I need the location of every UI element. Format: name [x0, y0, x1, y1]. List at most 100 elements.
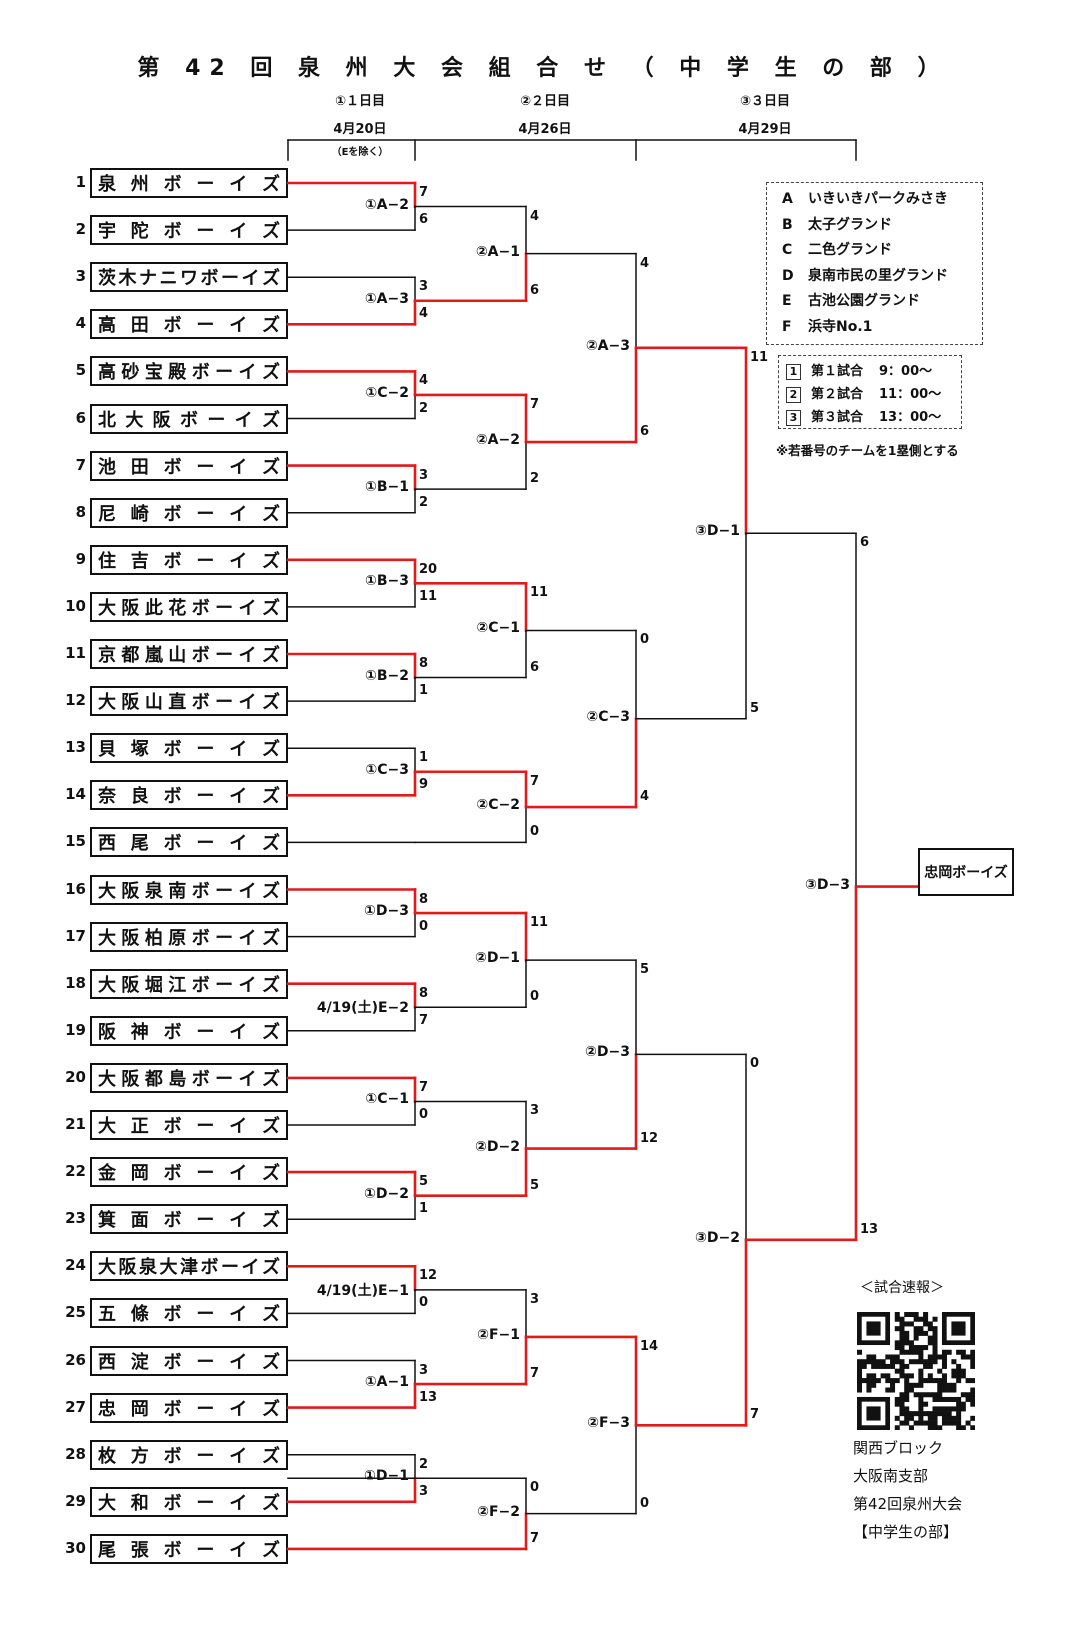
team-name-char: イ — [229, 1445, 248, 1467]
score-bottom: 6 — [419, 212, 429, 228]
team-name-char: ズ — [261, 456, 280, 478]
slot-time: 11：00〜 — [879, 387, 942, 402]
team-number: 14 — [65, 785, 86, 804]
team-name-char: 花 — [168, 597, 187, 619]
team-name-char: ワ — [180, 268, 198, 290]
team-name-char: イ — [229, 1398, 248, 1420]
team-name-char: 直 — [168, 692, 187, 714]
team-number: 6 — [75, 408, 86, 427]
score-bottom: 13 — [860, 1221, 879, 1237]
score-top: 7 — [530, 396, 540, 412]
team-name-char: 嵐 — [144, 645, 163, 666]
team-name-char: 池 — [98, 456, 116, 478]
team-name-char: 堀 — [144, 974, 163, 996]
team-name-char: ー — [196, 1539, 215, 1561]
team-name-char: イ — [229, 221, 248, 243]
score-bottom: 2 — [419, 400, 429, 416]
team-name-char: 塚 — [130, 739, 149, 761]
match-label: ③D−2 — [695, 1229, 740, 1246]
side-note: ※若番号のチームを1塁側とする — [776, 443, 959, 458]
team-entry: 住吉ボーイズ住吉ボーイズ — [90, 544, 288, 575]
slot-label: 第１試合 — [811, 364, 864, 379]
team-name-char: ズ — [261, 1068, 280, 1090]
team-name-char: イ — [238, 597, 257, 619]
team-name-char: イ — [229, 1116, 248, 1137]
team-name-char: 田 — [130, 456, 149, 478]
match-label: ①B−1 — [365, 479, 409, 496]
score-bottom: 12 — [640, 1130, 659, 1146]
team-name-char: 陀 — [130, 221, 149, 243]
team-name-char: ズ — [261, 927, 280, 949]
team-name-char: ー — [215, 1068, 234, 1090]
team-number: 12 — [65, 691, 86, 710]
team-name-char: 西 — [98, 833, 116, 855]
team-name-char: 津 — [180, 1257, 198, 1279]
team-name-char: 岡 — [130, 1163, 149, 1185]
team-entry: 大阪山直ボーイズ大阪山直ボーイズ — [90, 686, 288, 717]
team-name-char: イ — [229, 833, 248, 855]
team-name-char: 大 — [98, 927, 116, 949]
team-name-char: 方 — [130, 1445, 149, 1467]
score-bottom: 3 — [419, 1483, 429, 1499]
team-name-char: ズ — [261, 645, 280, 666]
team-name-char: ズ — [261, 974, 280, 996]
team-name-char: ー — [221, 1257, 239, 1279]
team-name-char: ボ — [191, 927, 210, 949]
team-name-char: ズ — [261, 1021, 280, 1043]
match-label: ①C−2 — [365, 384, 409, 401]
team-name-char: 正 — [130, 1116, 149, 1137]
team-name-char: 忠 — [98, 1398, 116, 1420]
team-name-char: ー — [215, 880, 234, 902]
team-name-char: 淀 — [130, 1351, 149, 1373]
score-top: 3 — [530, 1103, 540, 1119]
team-name-char: 泉 — [98, 174, 116, 195]
team-entry: 貝塚ボーイズ貝塚ボーイズ — [90, 733, 288, 764]
team-name-char: 良 — [130, 786, 149, 808]
team-name-char: 泉 — [139, 1257, 157, 1279]
team-name-char: 岡 — [130, 1398, 149, 1420]
team-name-char: 大 — [98, 880, 116, 902]
team-name-char: ボ — [200, 268, 219, 290]
team-name-char: ボ — [163, 221, 182, 243]
team-name-char: ボ — [163, 739, 182, 761]
venue-code: E — [782, 293, 792, 309]
team-name-char: ボ — [163, 786, 182, 808]
team-number: 4 — [75, 314, 86, 333]
team-name-char: ズ — [261, 692, 280, 714]
day-note-label: （Eを除く） — [331, 147, 389, 158]
team-name-char: イ — [238, 927, 257, 949]
page-title: 第 42 回 泉 州 大 会 組 合 せ （ 中 学 生 の 部 ） — [137, 56, 949, 81]
team-entry: 大阪此花ボーイズ大阪此花ボーイズ — [90, 591, 288, 622]
team-name-char: 茨 — [98, 268, 116, 290]
match-label: ①C−1 — [365, 1091, 409, 1108]
score-bottom: 0 — [530, 989, 540, 1005]
team-entry: 茨木ナニワボーイズ茨木ナニワボーイズ — [90, 262, 288, 293]
team-name-char: 此 — [144, 597, 163, 619]
team-name-char: イ — [229, 456, 248, 478]
match-label: ①B−2 — [365, 667, 409, 684]
team-name-char: イ — [238, 1068, 257, 1090]
team-name-char: ー — [215, 974, 234, 996]
team-name-char: イ — [238, 692, 257, 714]
team-name-char: 宝 — [144, 362, 163, 384]
qr-code[interactable] — [857, 1312, 975, 1430]
team-name-char: ボ — [163, 1398, 182, 1420]
team-name-char: ズ — [261, 315, 280, 337]
score-top: 3 — [419, 279, 429, 295]
team-name-char: イ — [229, 550, 248, 572]
team-name-char: 殿 — [168, 362, 187, 384]
team-name-char: ボ — [179, 409, 198, 431]
team-name-char: イ — [238, 974, 257, 996]
team-name-char: ズ — [261, 409, 280, 431]
team-number: 20 — [65, 1067, 86, 1086]
team-name-char: ー — [196, 1351, 215, 1373]
venue-code: D — [782, 267, 794, 284]
team-name-char: ボ — [163, 1539, 182, 1561]
team-number: 30 — [65, 1538, 86, 1557]
team-name-char: 崎 — [130, 503, 149, 525]
team-name-char: 大 — [98, 974, 116, 996]
team-entry: 大正ボーイズ大正ボーイズ — [90, 1110, 288, 1140]
